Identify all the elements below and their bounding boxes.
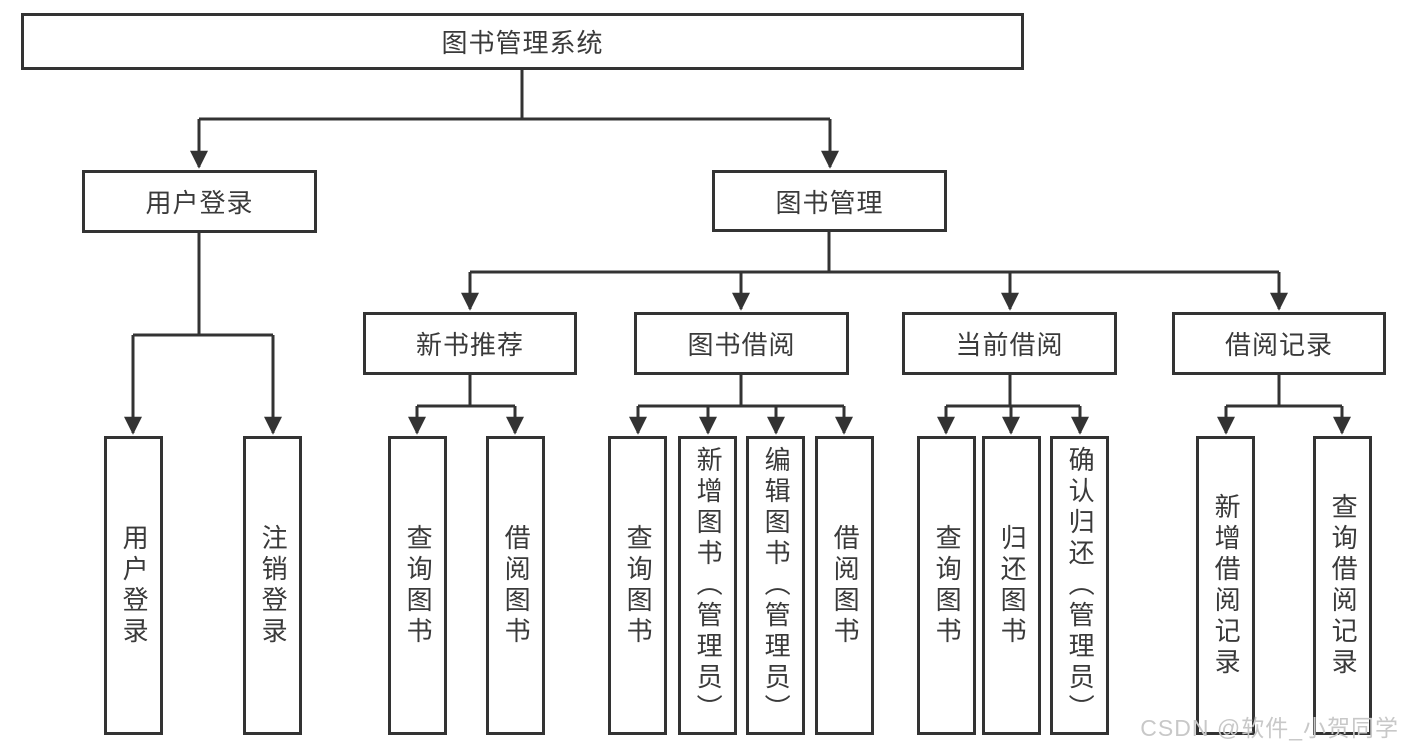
leaf-logout-label: 注销登录	[258, 523, 289, 648]
node-book-management: 图书管理	[712, 170, 947, 232]
leaf-borrow-edit-books-admin: 编辑图书（管理员）	[746, 436, 805, 735]
leaf-borrow-edit-books-admin-label: 编辑图书（管理员）	[761, 446, 792, 725]
node-root-label: 图书管理系统	[441, 28, 604, 58]
leaf-records-add-record: 新增借阅记录	[1196, 436, 1255, 735]
node-current-borrow: 当前借阅	[902, 312, 1117, 375]
node-borrow-records: 借阅记录	[1172, 312, 1386, 375]
node-current-borrow-label: 当前借阅	[955, 330, 1064, 360]
leaf-current-query-books-label: 查询图书	[932, 523, 963, 648]
leaf-current-confirm-return-admin-label: 确认归还（管理员）	[1065, 446, 1096, 725]
leaf-records-query-record-label: 查询借阅记录	[1328, 492, 1359, 679]
leaf-recommend-borrow-books-label: 借阅图书	[501, 523, 532, 648]
node-book-borrow-label: 图书借阅	[687, 330, 796, 360]
node-user-login: 用户登录	[82, 170, 317, 233]
leaf-borrow-add-books-admin-label: 新增图书（管理员）	[693, 446, 724, 725]
leaf-current-return-books-label: 归还图书	[997, 523, 1028, 648]
leaf-logout: 注销登录	[243, 436, 302, 735]
leaf-borrow-query-books: 查询图书	[608, 436, 667, 735]
leaf-current-confirm-return-admin: 确认归还（管理员）	[1050, 436, 1109, 735]
node-new-book-recommend-label: 新书推荐	[415, 330, 524, 360]
node-new-book-recommend: 新书推荐	[363, 312, 577, 375]
leaf-current-query-books: 查询图书	[917, 436, 976, 735]
leaf-borrow-borrow-books: 借阅图书	[815, 436, 874, 735]
leaf-user-login-label: 用户登录	[119, 523, 150, 648]
leaf-borrow-borrow-books-label: 借阅图书	[830, 523, 861, 648]
node-root: 图书管理系统	[21, 13, 1024, 70]
node-borrow-records-label: 借阅记录	[1224, 330, 1333, 360]
leaf-recommend-query-books: 查询图书	[388, 436, 447, 735]
node-user-login-label: 用户登录	[145, 188, 254, 218]
leaf-recommend-borrow-books: 借阅图书	[486, 436, 545, 735]
leaf-borrow-query-books-label: 查询图书	[623, 523, 654, 648]
csdn-watermark: CSDN @软件_小贺同学	[1140, 715, 1399, 741]
node-book-borrow: 图书借阅	[634, 312, 849, 375]
leaf-records-add-record-label: 新增借阅记录	[1211, 492, 1242, 679]
leaf-recommend-query-books-label: 查询图书	[403, 523, 434, 648]
node-book-management-label: 图书管理	[775, 187, 884, 218]
leaf-records-query-record: 查询借阅记录	[1313, 436, 1372, 735]
leaf-borrow-add-books-admin: 新增图书（管理员）	[678, 436, 737, 735]
leaf-user-login: 用户登录	[104, 436, 163, 735]
leaf-current-return-books: 归还图书	[982, 436, 1041, 735]
